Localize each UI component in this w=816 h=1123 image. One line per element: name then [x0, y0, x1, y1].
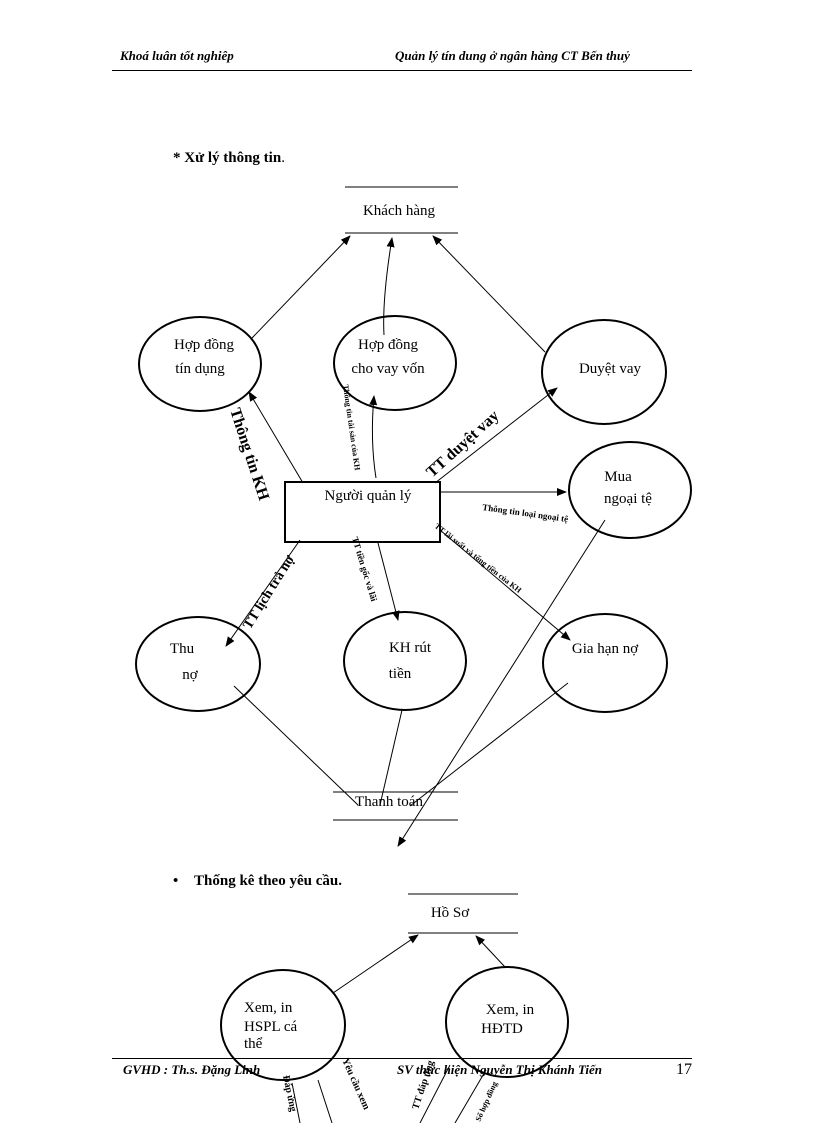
- header-right: Quản lý tín dung ở ngân hàng CT Bến thuỷ: [395, 48, 630, 63]
- flow-withdraw-to-payment: [379, 709, 403, 806]
- process-extend-debt: Gia hạn nợ: [542, 613, 668, 713]
- flow-manager-to-withdraw: [377, 542, 400, 621]
- star-marker: *: [173, 150, 181, 166]
- label-line: Thu: [170, 641, 195, 657]
- flow-bottom-2: [317, 1079, 333, 1123]
- flow-label-so-hop-dong: Số hợp đồng: [474, 1080, 500, 1123]
- section-title: Xử lý thông tin: [184, 150, 282, 166]
- flow-manager-to-loan: [369, 395, 378, 479]
- header-left: Khoá luân tốt nghiêp: [120, 48, 234, 63]
- label-line: Hợp đồng: [358, 337, 419, 353]
- flow-manager-to-collection: [225, 539, 301, 647]
- process-withdraw: KH rút tiền: [343, 611, 467, 711]
- store-payment: Thanh toán: [333, 791, 458, 821]
- entity-manager: Người quản lý: [284, 481, 441, 543]
- process-loan-approval: Duyệt vay: [541, 319, 667, 425]
- flow-bottom-1: [291, 1082, 301, 1123]
- label-line: Xem, in: [244, 1000, 293, 1016]
- flow-fx-to-payment: [397, 519, 606, 847]
- page-number: 17: [676, 1061, 692, 1078]
- process-loan-contract: Hợp đồng cho vay vốn: [333, 315, 457, 411]
- store-records: Hồ Sơ: [408, 893, 518, 934]
- flow-approve-to-customer: [432, 235, 546, 353]
- section-title: Thống kê theo yêu cầu.: [194, 873, 342, 889]
- label-line: ngoại tệ: [604, 491, 652, 507]
- label-line: thể: [244, 1036, 263, 1052]
- flow-label-yeu-cau-xem: Yêu cầu xem: [339, 1057, 372, 1112]
- section-period: .: [281, 150, 285, 166]
- store-customer: Khách hàng: [345, 186, 458, 234]
- section-heading-processing: * Xử lý thông tin.: [173, 150, 285, 167]
- process-view-hdtd: Xem, in HĐTD: [445, 966, 569, 1078]
- flow-hspl-to-records: [332, 934, 419, 994]
- process-debt-collection: Thu nợ: [135, 616, 261, 712]
- flow-bottom-3: [419, 1064, 451, 1123]
- flow-bottom-4: [454, 1069, 487, 1123]
- flow-manager-to-approve: [434, 387, 558, 484]
- header-rule: [112, 70, 692, 71]
- flow-credit-to-customer: [251, 235, 351, 339]
- footer-supervisor: GVHD : Th.s. Đặng Linh: [123, 1062, 261, 1077]
- label-line: KH rút: [389, 640, 432, 656]
- label-line: nợ: [182, 667, 199, 683]
- store-records-label: Hồ Sơ: [431, 905, 470, 921]
- label-line: Gia hạn nợ: [572, 641, 639, 657]
- entity-manager-label: Người quản lý: [325, 488, 412, 504]
- flow-manager-to-credit: [248, 391, 304, 484]
- label-line: HSPL cá: [244, 1019, 298, 1035]
- label-line: cho vay vốn: [351, 361, 425, 377]
- process-credit-contract: Hợp đồng tín dụng: [138, 316, 262, 412]
- label-line: Hợp đồng: [174, 337, 235, 353]
- label-line: tiền: [389, 666, 412, 682]
- flow-hdtd-to-records: [475, 935, 506, 968]
- flow-lines-2: [291, 934, 506, 1123]
- footer-rule: [112, 1058, 692, 1059]
- process-buy-fx: Mua ngoại tệ: [568, 441, 692, 539]
- flow-loan-to-customer: [383, 237, 395, 336]
- footer-student: SV thực hiện Nguyễn Thị Khánh Tiến: [397, 1062, 603, 1077]
- flow-collection-to-payment: [233, 685, 359, 806]
- flow-label-dap-ung: Đáp ứng: [280, 1074, 298, 1112]
- flow-lines: [225, 235, 606, 847]
- label-line: Xem, in: [486, 1002, 535, 1018]
- label-line: HĐTD: [481, 1021, 523, 1037]
- store-customer-label: Khách hàng: [363, 203, 436, 219]
- label-line: Duyệt vay: [579, 361, 642, 377]
- bullet-marker: •: [173, 873, 179, 889]
- flow-manager-to-extend: [439, 529, 571, 641]
- section-heading-stats: • Thống kê theo yêu cầu.: [173, 873, 342, 890]
- label-line: tín dụng: [175, 361, 225, 377]
- store-payment-label: Thanh toán: [355, 794, 423, 810]
- label-line: Mua: [604, 469, 632, 485]
- process-view-hspl: Xem, in HSPL cá thể: [220, 969, 346, 1081]
